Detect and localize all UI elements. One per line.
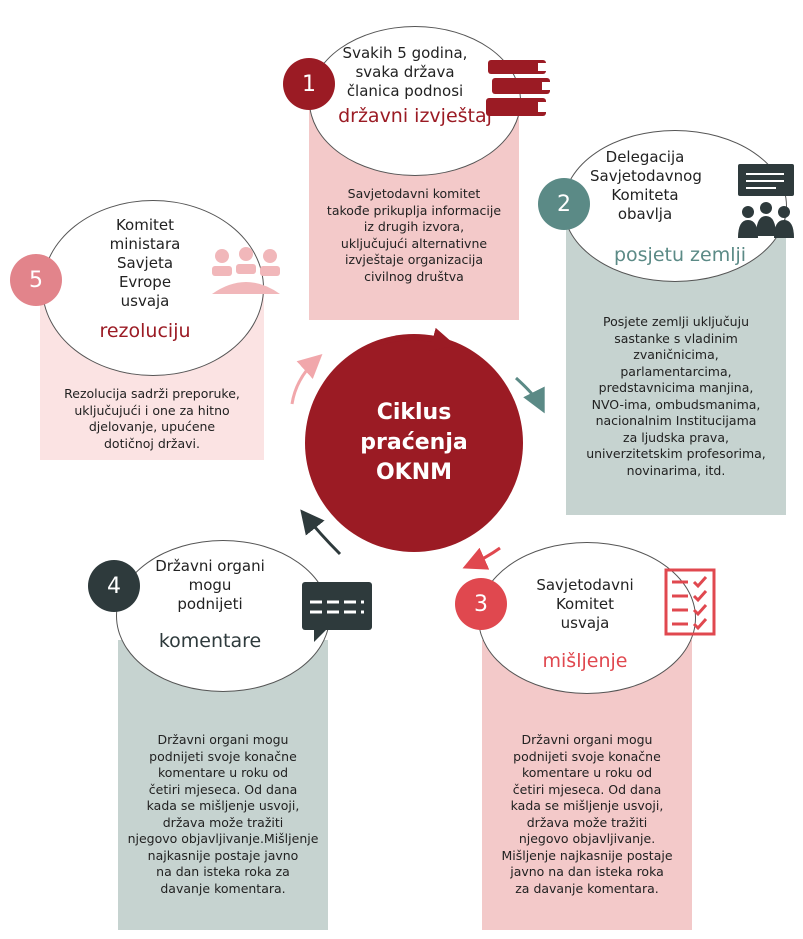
step2-heading: Delegacija Savjetodavnog Komiteta obavlj… bbox=[590, 148, 702, 223]
step3-keyword: mišljenje bbox=[542, 650, 628, 672]
step1-circle bbox=[309, 26, 521, 176]
step1-keyword: državni izvještaj bbox=[338, 105, 492, 127]
step4-description: Državni organi mogu podnijeti svoje kona… bbox=[127, 732, 319, 896]
step2-number-badge: 2 bbox=[538, 178, 590, 230]
group-icon bbox=[212, 247, 280, 294]
arrow-4-to-5 bbox=[300, 509, 342, 556]
step5-keyword: rezoluciju bbox=[99, 320, 191, 342]
step2-keyword: posjetu zemlji bbox=[613, 244, 747, 266]
arrow-1-to-2 bbox=[377, 327, 456, 352]
arrow-2-to-3 bbox=[514, 376, 545, 414]
step5-description: Rezolucija sadrži preporuke, uključujući… bbox=[64, 386, 240, 451]
checklist-icon bbox=[664, 568, 716, 636]
step4-circle bbox=[116, 540, 330, 692]
step2-circle bbox=[563, 130, 787, 282]
center-title-line2: praćenja bbox=[360, 430, 468, 455]
step3-circle bbox=[478, 542, 696, 694]
step3-number-badge: 3 bbox=[455, 578, 507, 630]
center-title-line3: OKNM bbox=[375, 460, 453, 485]
step2-description: Posjete zemlji uključuju sastanke s vlad… bbox=[586, 314, 766, 478]
arrow-3-to-4 bbox=[462, 546, 501, 570]
step5-heading: Komitet ministara Savjeta Evrope usvaja bbox=[109, 216, 181, 310]
center-title-line1: Ciklus bbox=[376, 400, 452, 425]
speech-bubble-icon bbox=[302, 582, 372, 642]
step1-heading: Svakih 5 godina, svaka država članica po… bbox=[330, 44, 492, 126]
step3-heading: Savjetodavni Komitet usvaja bbox=[536, 576, 634, 632]
step5-number-badge: 5 bbox=[10, 254, 62, 306]
step1-number-badge: 1 bbox=[283, 58, 335, 110]
arrow-5-to-1 bbox=[290, 353, 323, 405]
step1-description: Savjetodavni komitet takođe prikuplja in… bbox=[326, 186, 502, 284]
books-icon bbox=[486, 60, 552, 116]
step4-number-badge: 4 bbox=[88, 560, 140, 612]
step3-description: Državni organi mogu podnijeti svoje kona… bbox=[501, 732, 673, 896]
step4-keyword: komentare bbox=[158, 630, 262, 652]
meeting-presentation-icon bbox=[738, 164, 794, 238]
step4-heading: Državni organi mogu podnijeti bbox=[155, 557, 265, 613]
cycle-center-circle: Ciklus praćenja OKNM bbox=[305, 334, 523, 552]
